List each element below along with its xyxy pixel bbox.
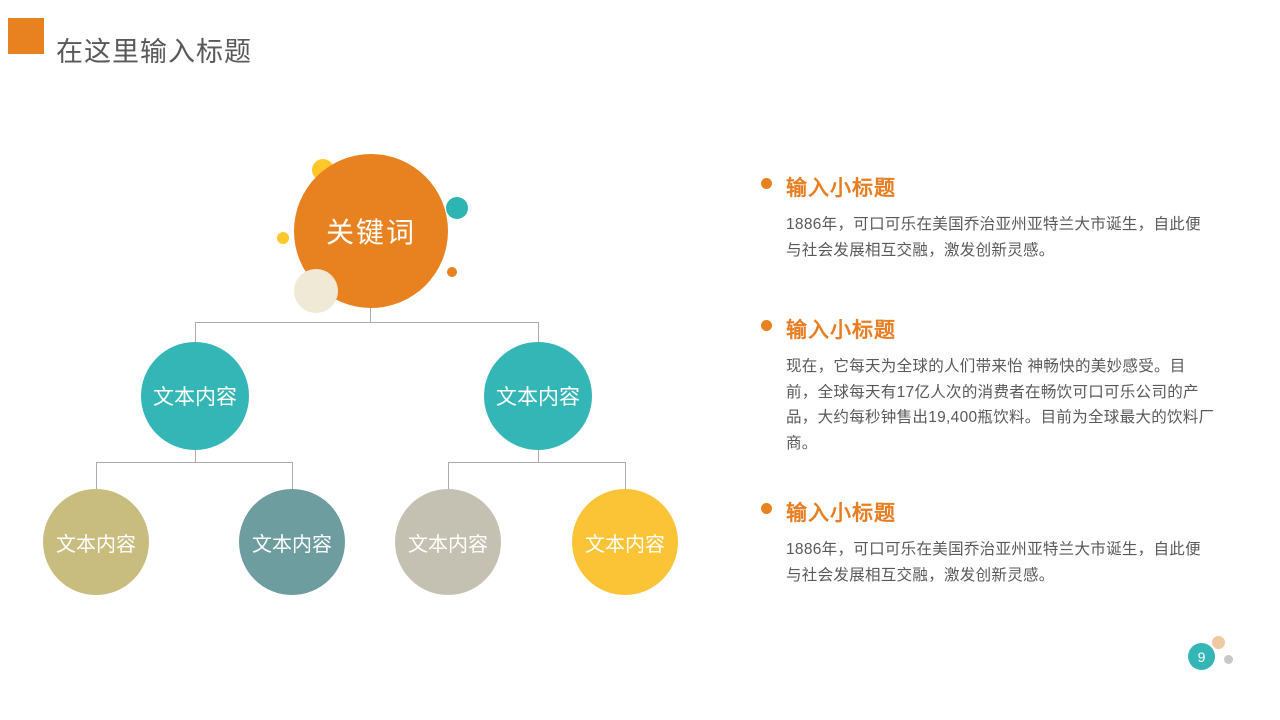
section-heading: 输入小标题 (786, 502, 896, 525)
diagram-node-label: 文本内容 (153, 386, 237, 409)
diagram-root-label: 关键词 (325, 217, 416, 248)
diagram-level3-node: 文本内容 (239, 489, 345, 595)
section-body: 1886年，可口可乐在美国乔治亚州亚特兰大市诞生，自此便与社会发展相互交融，激发… (786, 216, 1201, 259)
connector-line (195, 449, 196, 463)
bullet-icon (761, 320, 772, 331)
bullet-icon (761, 503, 772, 514)
connector-line (195, 322, 196, 343)
diagram-node-label: 文本内容 (585, 533, 665, 556)
connector-line (625, 462, 626, 490)
section-heading: 输入小标题 (786, 319, 896, 342)
page-number-badge: 9 (1188, 643, 1215, 670)
connector-line (96, 462, 97, 490)
connector-line (538, 322, 539, 343)
decorative-small-yellow-dot (277, 232, 289, 244)
connector-line (292, 462, 293, 490)
section-body: 1886年，可口可乐在美国乔治亚州亚特兰大市诞生，自此便与社会发展相互交融，激发… (786, 541, 1201, 584)
connector-line (195, 322, 539, 323)
title-accent-square (8, 18, 44, 54)
slide-title: 在这里输入标题 (56, 37, 252, 67)
diagram-node-label: 文本内容 (252, 533, 332, 556)
text-section: 输入小标题 现在，它每天为全球的人们带来怡 神畅快的美妙感受。目前，全球每天有1… (761, 314, 1216, 456)
diagram-level3-node: 文本内容 (572, 489, 678, 595)
decorative-gray-dot (1224, 655, 1233, 664)
connector-line (96, 462, 293, 463)
decorative-teal-circle (446, 197, 468, 219)
section-heading: 输入小标题 (786, 177, 896, 200)
decorative-cream-circle (294, 269, 338, 313)
diagram-level2-node: 文本内容 (484, 342, 592, 450)
connector-line (538, 449, 539, 463)
bullet-icon (761, 178, 772, 189)
decorative-small-orange-dot (447, 267, 457, 277)
diagram-node-label: 文本内容 (496, 386, 580, 409)
page-number: 9 (1197, 648, 1206, 665)
connector-line (448, 462, 626, 463)
connector-line (448, 462, 449, 490)
diagram-node-label: 文本内容 (408, 533, 488, 556)
text-section: 输入小标题 1886年，可口可乐在美国乔治亚州亚特兰大市诞生，自此便与社会发展相… (761, 497, 1216, 588)
decorative-peach-dot (1212, 636, 1225, 649)
connector-line (370, 306, 371, 323)
diagram-level2-node: 文本内容 (141, 342, 249, 450)
diagram-level3-node: 文本内容 (43, 489, 149, 595)
section-body: 现在，它每天为全球的人们带来怡 神畅快的美妙感受。目前，全球每天有17亿人次的消… (786, 358, 1215, 452)
diagram-node-label: 文本内容 (56, 533, 136, 556)
text-section: 输入小标题 1886年，可口可乐在美国乔治亚州亚特兰大市诞生，自此便与社会发展相… (761, 172, 1216, 263)
diagram-level3-node: 文本内容 (395, 489, 501, 595)
